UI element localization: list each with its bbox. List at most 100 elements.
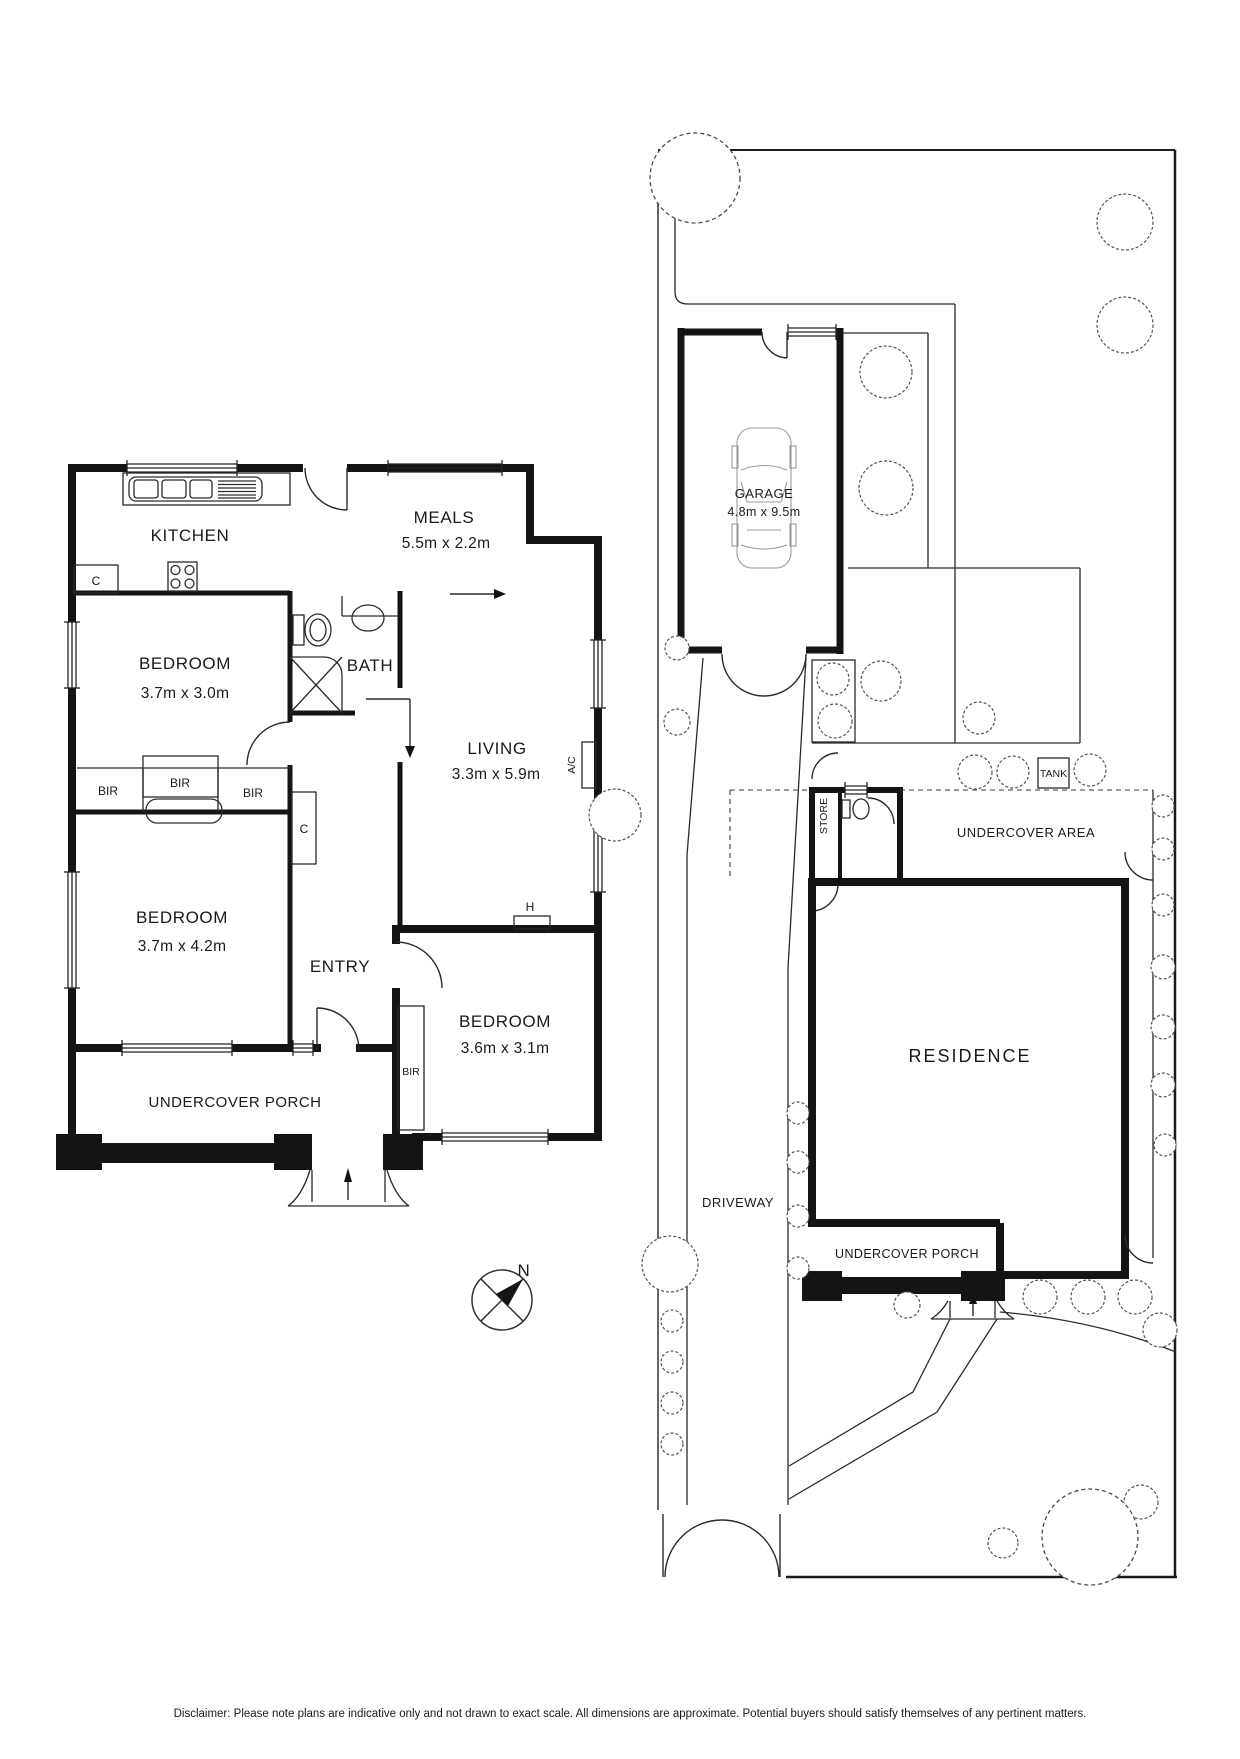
tree-icon bbox=[664, 635, 690, 661]
store-label: STORE bbox=[818, 798, 830, 834]
tree-icon bbox=[1153, 1133, 1177, 1157]
tree-icon bbox=[786, 1150, 810, 1174]
tank-box bbox=[1037, 757, 1070, 789]
tree-icon bbox=[996, 755, 1030, 789]
tree-icon bbox=[1151, 893, 1175, 917]
room-label-porch: UNDERCOVER PORCH bbox=[148, 1094, 321, 1111]
tree-icon bbox=[660, 1350, 684, 1374]
driveway-label: DRIVEWAY bbox=[702, 1195, 774, 1210]
heater-box bbox=[513, 915, 551, 930]
garage-dims: 4.8m x 9.5m bbox=[727, 505, 800, 519]
tree-icon bbox=[962, 701, 996, 735]
tree-icon bbox=[1073, 753, 1107, 787]
closet-label-2: C bbox=[300, 822, 309, 836]
room-label-bedroom2: BEDROOM bbox=[136, 908, 228, 927]
heater-label: H bbox=[526, 900, 535, 914]
garage-label: GARAGE bbox=[735, 486, 794, 501]
room-dims-meals: 5.5m x 2.2m bbox=[402, 535, 491, 552]
bir-label-4: BIR bbox=[402, 1066, 420, 1078]
closet-label-1: C bbox=[92, 574, 101, 588]
room-label-bath: BATH bbox=[347, 656, 393, 675]
side-gate-top bbox=[1124, 851, 1154, 881]
shower-icon bbox=[289, 656, 343, 714]
tree-icon bbox=[858, 460, 914, 516]
tree-icon bbox=[663, 708, 691, 736]
room-dims-bedroom1: 3.7m x 3.0m bbox=[141, 685, 230, 702]
room-label-kitchen: KITCHEN bbox=[151, 526, 230, 545]
undercover-area-edge bbox=[729, 789, 1153, 880]
robe-rail-icon bbox=[145, 798, 223, 824]
tree-icon bbox=[1123, 1484, 1159, 1520]
residence: RESIDENCE UNDERCOVER PORCH bbox=[802, 851, 1154, 1320]
tree-icon bbox=[1041, 1488, 1139, 1586]
disclaimer-text: Disclaimer: Please note plans are indica… bbox=[174, 1708, 1087, 1720]
tree-icons bbox=[588, 132, 1178, 1586]
room-label-entry: ENTRY bbox=[310, 957, 370, 976]
tree-icon bbox=[893, 1291, 921, 1319]
tree-icon bbox=[660, 1432, 684, 1456]
bir-label-2: BIR bbox=[170, 776, 190, 790]
floor-plan: KITCHEN MEALS 5.5m x 2.2m BEDROOM 3.7m x… bbox=[56, 459, 607, 1207]
tree-icon bbox=[786, 1256, 810, 1280]
sink-icon bbox=[128, 476, 263, 502]
tree-icon bbox=[649, 132, 741, 224]
tree-icon bbox=[987, 1527, 1019, 1559]
tree-icon bbox=[859, 345, 913, 399]
residence-label: RESIDENCE bbox=[908, 1046, 1031, 1066]
kitchen-bench bbox=[122, 472, 291, 506]
tree-icon bbox=[660, 1309, 684, 1333]
residence-porch-label: UNDERCOVER PORCH bbox=[835, 1247, 979, 1261]
tree-icon bbox=[816, 662, 850, 696]
tree-icon bbox=[1117, 1279, 1153, 1315]
ac-label: A/C bbox=[566, 756, 578, 774]
built-in-robes bbox=[77, 755, 290, 824]
room-label-meals: MEALS bbox=[414, 508, 475, 527]
garden-bed bbox=[811, 659, 856, 743]
gate-icon bbox=[662, 1514, 781, 1578]
tree-icon bbox=[641, 1235, 699, 1293]
toilet-icon bbox=[292, 613, 332, 647]
front-path bbox=[788, 1318, 998, 1500]
tank-label: TANK bbox=[1040, 768, 1067, 780]
tree-icon bbox=[1151, 794, 1175, 818]
site-lines bbox=[674, 215, 1154, 1258]
tree-icon bbox=[1070, 1279, 1106, 1315]
room-dims-bedroom3: 3.6m x 3.1m bbox=[461, 1040, 550, 1057]
driveway-edges bbox=[686, 657, 807, 1505]
side-gate-bottom bbox=[1124, 1234, 1154, 1264]
compass-icon: N bbox=[471, 1261, 533, 1331]
stove-icon bbox=[167, 561, 198, 592]
site-plan: GARAGE 4.8m x 9.5m STORE TANK UNDERCOVER… bbox=[588, 132, 1178, 1586]
closet-hall bbox=[291, 791, 317, 865]
tree-icon bbox=[660, 1391, 684, 1415]
tree-icon bbox=[1150, 954, 1176, 980]
tree-icon bbox=[957, 754, 993, 790]
tree-icon bbox=[1151, 837, 1175, 861]
porch-steps-icon bbox=[930, 1292, 1015, 1320]
robe-bedroom3 bbox=[397, 1005, 425, 1131]
garage: GARAGE 4.8m x 9.5m bbox=[677, 323, 844, 697]
room-label-bedroom3: BEDROOM bbox=[459, 1012, 551, 1031]
tree-icon bbox=[817, 703, 853, 739]
ac-box bbox=[581, 741, 597, 789]
tree-icon bbox=[1022, 1279, 1058, 1315]
basin-icon bbox=[341, 596, 398, 632]
flow-arrows bbox=[366, 589, 506, 758]
undercover-area-label: UNDERCOVER AREA bbox=[957, 825, 1095, 840]
tree-icon bbox=[860, 660, 902, 702]
room-dims-bedroom2: 3.7m x 4.2m bbox=[138, 938, 227, 955]
store-wc-block: STORE bbox=[809, 752, 903, 912]
rear-porch-structure: UNDERCOVER PORCH bbox=[802, 1247, 1015, 1320]
room-label-living: LIVING bbox=[467, 739, 526, 758]
tree-icon bbox=[588, 788, 642, 842]
room-dims-living: 3.3m x 5.9m bbox=[452, 766, 541, 783]
tree-icon bbox=[786, 1204, 810, 1228]
tree-icon bbox=[1096, 296, 1154, 354]
wc-toilet-icon bbox=[841, 798, 870, 820]
tree-icon bbox=[1142, 1312, 1178, 1348]
car-icon bbox=[731, 427, 797, 569]
tree-icon bbox=[1150, 1014, 1176, 1040]
tree-icon bbox=[1150, 1072, 1176, 1098]
north-label: N bbox=[518, 1261, 531, 1280]
